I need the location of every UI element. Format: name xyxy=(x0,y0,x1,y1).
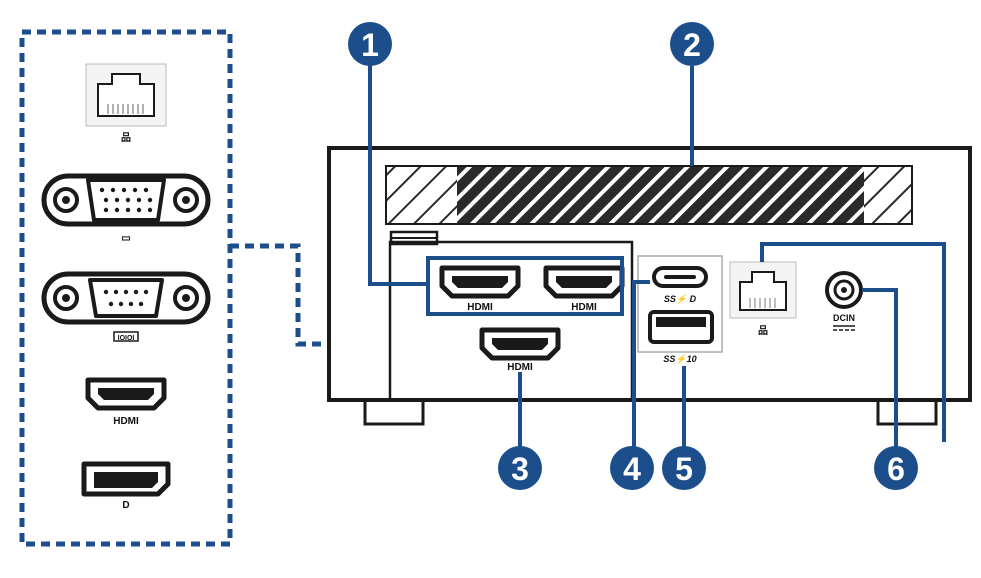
callout-2: 2 xyxy=(670,22,714,66)
svg-text:IOIOI: IOIOI xyxy=(118,335,135,342)
lan-port-device-label: 品 xyxy=(758,325,768,337)
usb-c-port xyxy=(652,266,708,288)
vga-port-label: ▭ xyxy=(121,233,130,244)
callout-line-1 xyxy=(368,64,428,286)
callout-1: 1 xyxy=(348,22,392,66)
lan-port-label: 品 xyxy=(121,132,131,144)
callout-6: 6 xyxy=(874,446,918,490)
hdmi-port-icon xyxy=(85,377,167,411)
dc-in-label: DCIN xyxy=(833,313,855,323)
serial-port-label: IOIOI xyxy=(113,331,139,342)
usb-a-label: SS⚡10 xyxy=(663,353,696,365)
callout-4: 4 xyxy=(610,446,654,490)
options-panel: 品 ▭ xyxy=(19,29,233,547)
hdmi-port-1 xyxy=(439,265,521,299)
displayport-icon xyxy=(81,461,171,497)
callout-lines xyxy=(368,64,946,450)
hdmi-port-optional xyxy=(479,327,561,361)
lan-port xyxy=(729,261,797,319)
callout-line-6 xyxy=(862,288,898,450)
svg-text:1: 1 xyxy=(361,27,379,63)
svg-text:3: 3 xyxy=(511,451,529,487)
left-foot xyxy=(363,396,425,426)
svg-text:5: 5 xyxy=(675,451,693,487)
lan-port-icon xyxy=(85,63,167,127)
hdmi-port-2 xyxy=(543,265,625,299)
hdmi-port-optional-label: HDMI xyxy=(507,362,533,373)
svg-text:2: 2 xyxy=(683,27,701,63)
displayport-label: D xyxy=(122,500,129,511)
dc-in-jack xyxy=(825,271,863,309)
usb-a-port xyxy=(648,310,714,344)
callout-5: 5 xyxy=(662,446,706,490)
vga-port-icon xyxy=(41,173,211,227)
callout-3: 3 xyxy=(498,446,542,490)
callout-line-4 xyxy=(632,280,650,450)
serial-port-icon xyxy=(41,271,211,325)
svg-text:4: 4 xyxy=(623,451,641,487)
right-foot xyxy=(876,396,938,426)
lan-callout-line xyxy=(760,242,946,442)
device-back-panel: HDMI HDMI HDMI SS⚡ D SS⚡10 xyxy=(327,146,972,426)
hdmi-port-label: HDMI xyxy=(113,416,139,427)
air-vent xyxy=(385,165,913,225)
usb-c-label: SS⚡ D xyxy=(664,293,697,305)
hdmi-port-1-label: HDMI xyxy=(467,302,493,313)
svg-text:6: 6 xyxy=(887,451,905,487)
hdmi-port-2-label: HDMI xyxy=(571,302,597,313)
